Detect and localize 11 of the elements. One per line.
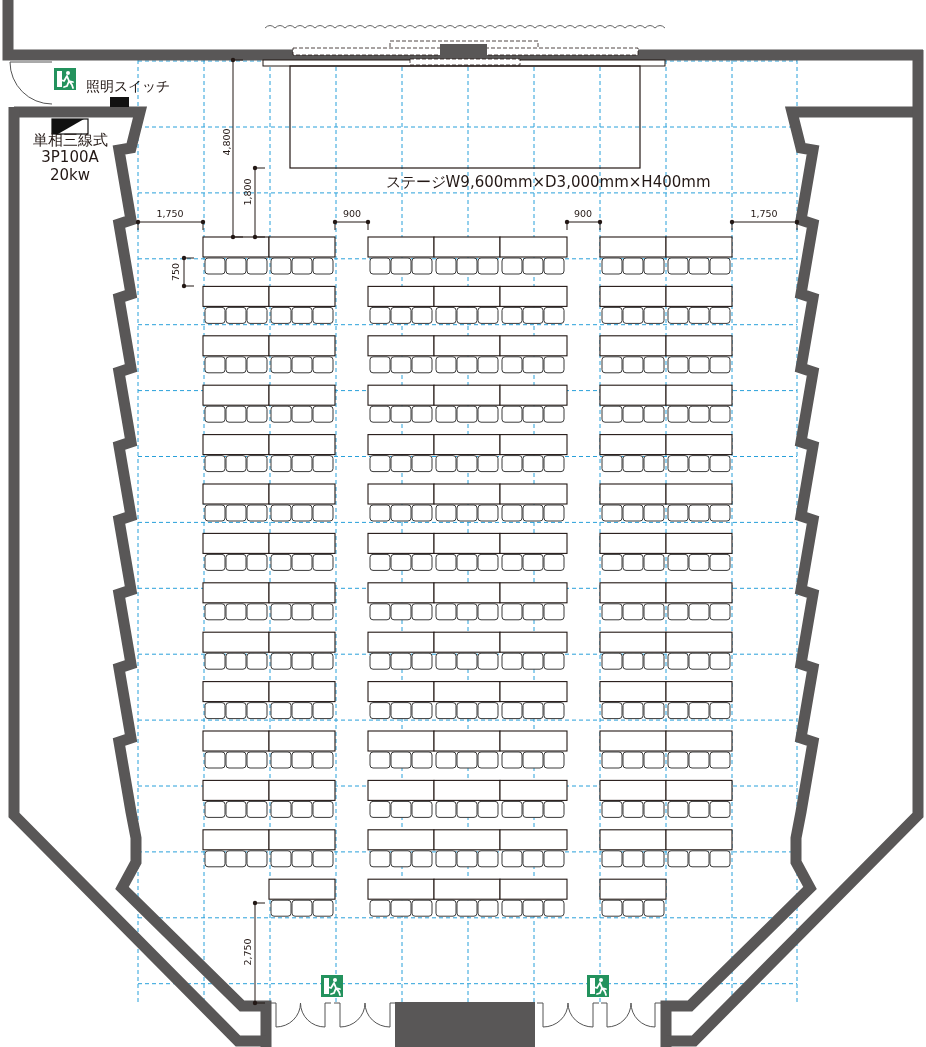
switch-label: 照明スイッチ	[86, 77, 170, 95]
dimension-value: 900	[342, 208, 362, 220]
dimension-value: 900	[573, 208, 593, 220]
dimension-value: 750	[170, 262, 182, 282]
dimension-value: 1,800	[242, 178, 254, 206]
dimension-value: 2,750	[242, 938, 254, 966]
dimension-value: 1,750	[156, 208, 184, 220]
dimension-value: 1,750	[750, 208, 778, 220]
dimension-value: 4,800	[221, 128, 233, 156]
power-spec-label: 単相三線式 3P100A 20kw	[31, 132, 109, 184]
stage-caption: ステージW9,600mm×D3,000mm×H400mm	[385, 174, 711, 192]
